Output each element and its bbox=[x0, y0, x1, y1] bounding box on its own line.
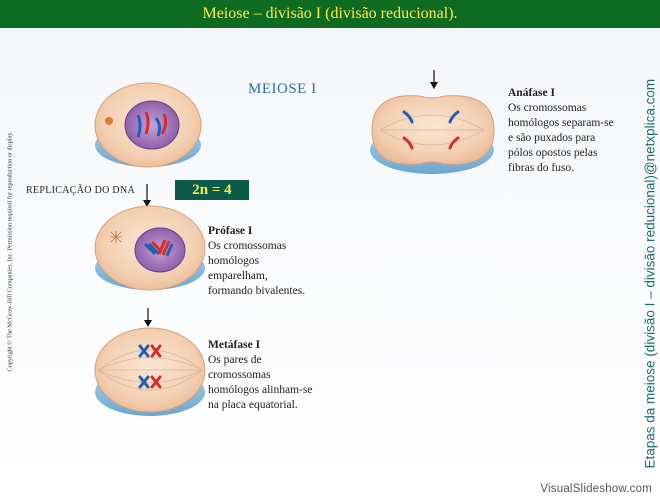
stage-title: Prófase I bbox=[208, 225, 253, 237]
stage-title: Anáfase I bbox=[508, 87, 555, 99]
cell-anaphase bbox=[370, 95, 495, 174]
cell-metaphase bbox=[94, 327, 206, 416]
stage-anaphase-label: Anáfase I Os cromossomas homólogos separ… bbox=[508, 86, 614, 176]
cell-interphase bbox=[94, 82, 202, 168]
stage-line: na placa equatorial. bbox=[208, 399, 298, 411]
stage-line: pólos opostos pelas bbox=[508, 147, 598, 159]
stage-line: emparelham, bbox=[208, 270, 268, 282]
cell-prophase bbox=[94, 205, 206, 291]
stage-line: formando bivalentes. bbox=[208, 285, 306, 297]
stage-line: Os cromossomas bbox=[508, 102, 587, 114]
replication-label: REPLICAÇÃO DO DNA bbox=[26, 185, 135, 196]
stage-line: cromossomas bbox=[208, 369, 271, 381]
side-caption: Etapas da meiose (divisão I – divisão re… bbox=[642, 78, 658, 469]
stage-title: Metáfase I bbox=[208, 339, 261, 351]
ploidy-badge: 2n = 4 bbox=[175, 180, 249, 200]
banner-title: Meiose – divisão I (divisão reducional). bbox=[202, 5, 458, 22]
stage-line: Os pares de bbox=[208, 354, 262, 366]
stage-line: homólogos separam-se bbox=[508, 117, 614, 129]
arrow-prophase-metaphase bbox=[144, 308, 152, 327]
footer-watermark: VisualSlideshow.com bbox=[540, 483, 652, 495]
copyright-notice: Copyright © The McGraw-Hill Companies, I… bbox=[6, 131, 14, 372]
stage-metaphase-label: Metáfase I Os pares de cromossomas homól… bbox=[208, 338, 312, 413]
diagram-heading: MEIOSE I bbox=[248, 81, 317, 97]
stage-line: homólogos bbox=[208, 255, 260, 267]
slide-banner: Meiose – divisão I (divisão reducional). bbox=[0, 0, 660, 28]
stage-line: fibras do fuso. bbox=[508, 162, 575, 174]
stage-line: homólogos alinham-se bbox=[208, 384, 313, 396]
stage-line: Os cromossomas bbox=[208, 240, 287, 252]
stage-line: e são puxados para bbox=[508, 132, 596, 144]
arrow-replication bbox=[143, 184, 151, 207]
arrow-anaphase bbox=[430, 70, 438, 89]
stage-prophase-label: Prófase I Os cromossomas homólogos empar… bbox=[208, 224, 305, 299]
